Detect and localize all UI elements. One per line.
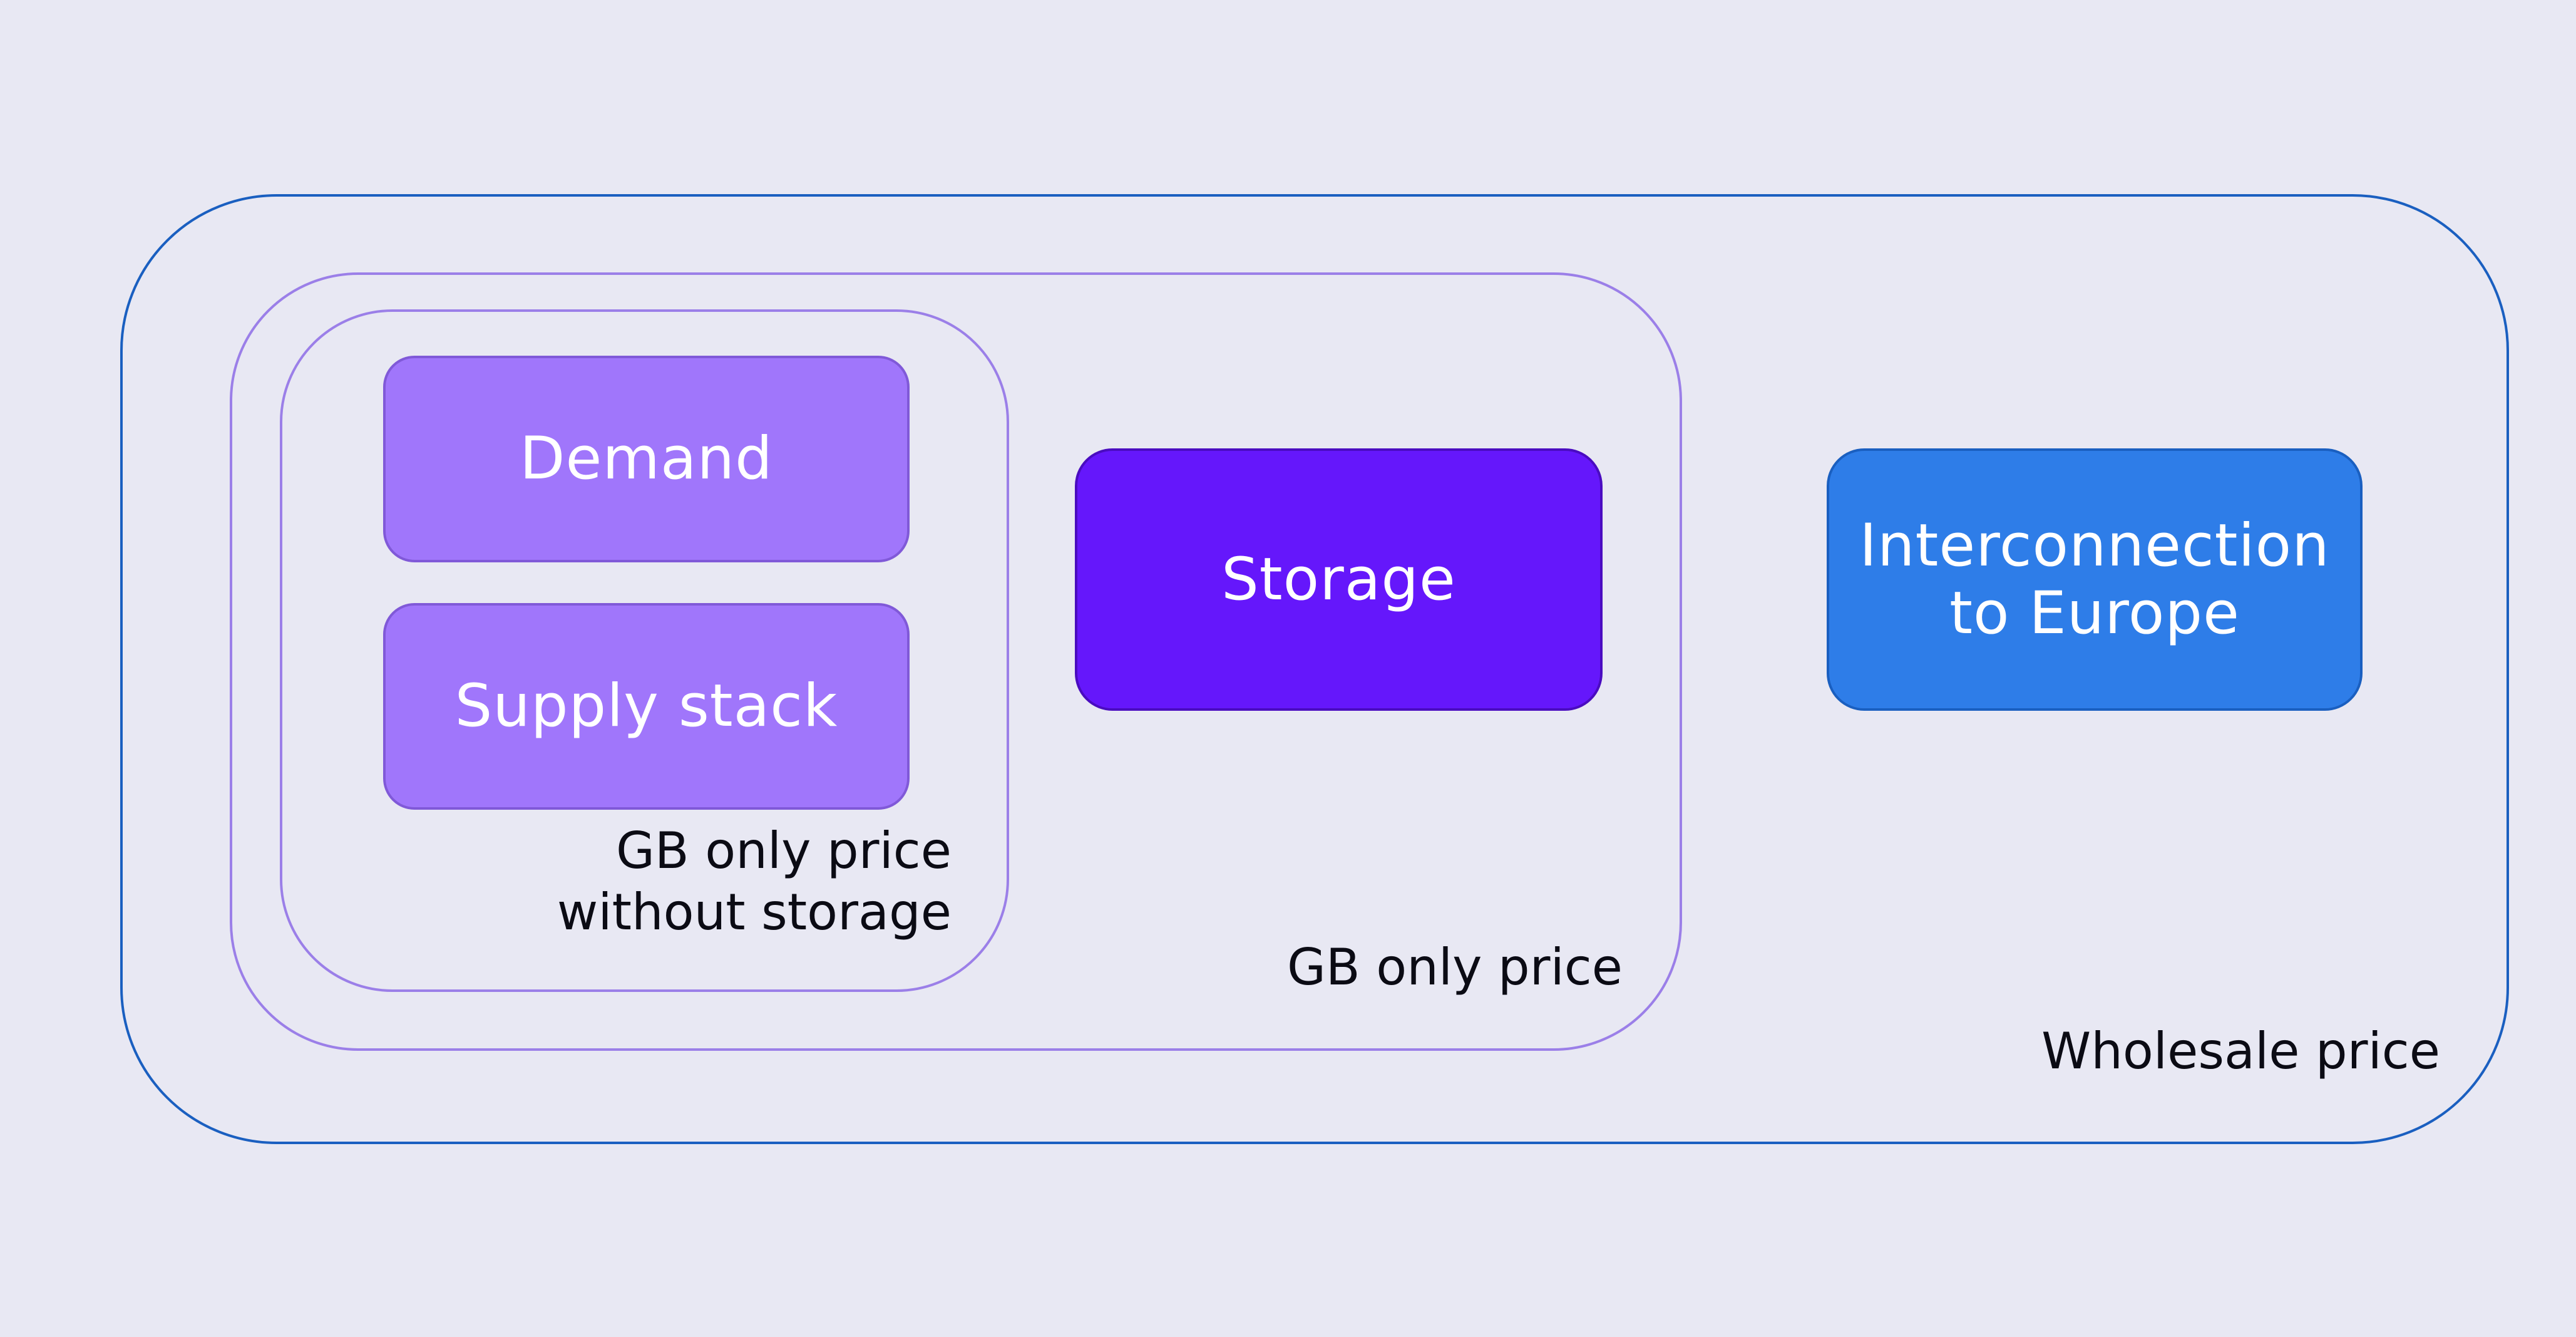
gb-only-price-label: GB only price [1286,938,1623,996]
wholesale-price-frame [120,194,2509,1144]
gb-only-price-without-storage-line-2: without storage [557,882,952,941]
interconnection-label: Interconnection to Europe [1859,512,2330,646]
interconnection-box: Interconnection to Europe [1827,448,2363,711]
interconnection-label-line-2: to Europe [1949,579,2240,648]
demand-box: Demand [383,356,910,562]
gb-only-price-without-storage-frame [280,309,1009,992]
interconnection-label-line-1: Interconnection [1859,512,2330,581]
gb-only-price-without-storage-line-1: GB only price [615,822,952,880]
gb-only-price-frame [230,272,1682,1051]
supply-stack-label: Supply stack [454,672,838,741]
gb-only-price-without-storage-label: GB only price without storage [557,820,952,942]
wholesale-price-label: Wholesale price [2041,1022,2440,1080]
storage-label: Storage [1221,545,1456,614]
supply-stack-box: Supply stack [383,603,910,810]
storage-box: Storage [1075,448,1603,711]
demand-label: Demand [520,425,773,493]
